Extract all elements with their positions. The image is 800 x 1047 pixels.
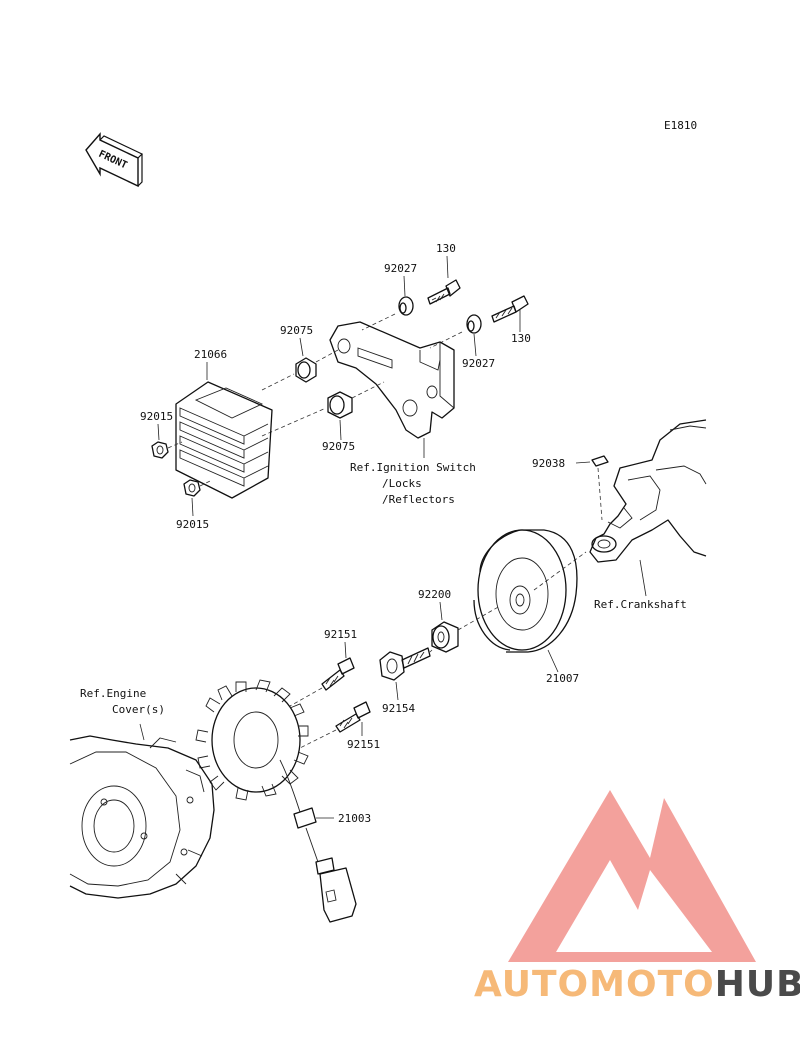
watermark-text-automoto: AUTOMOTO — [474, 964, 715, 1005]
crankshaft-assembly — [589, 419, 707, 597]
watermark-text: AUTOMOTOHUB — [474, 964, 800, 1005]
ref-engine-cover-line1: Ref.Engine — [80, 687, 146, 700]
nut-92015-lower — [183, 479, 213, 517]
label-130-right: 130 — [511, 332, 531, 345]
nut-92015-upper — [151, 423, 183, 459]
label-92015-lower: 92015 — [176, 518, 209, 531]
bolt-130-right — [491, 295, 529, 332]
label-21066: 21066 — [194, 348, 227, 361]
label-92038: 92038 — [532, 457, 565, 470]
engine-cover — [69, 723, 215, 899]
ref-crankshaft: Ref.Crankshaft — [594, 598, 687, 611]
washer-92027-right — [429, 314, 482, 357]
label-92015-upper: 92015 — [140, 410, 173, 423]
damper-92075-lower — [261, 381, 385, 441]
ref-ignition-switch-line2: /Locks — [382, 477, 422, 490]
ref-engine-cover-line2: Cover(s) — [112, 703, 165, 716]
bolt-92151-upper — [289, 641, 355, 707]
bolt-92151-lower — [299, 701, 371, 749]
mounting-bracket — [329, 321, 455, 458]
label-92075-upper: 92075 — [280, 324, 313, 337]
bolt-92154 — [379, 647, 433, 701]
regulator-rectifier — [175, 362, 273, 499]
label-92154: 92154 — [382, 702, 415, 715]
key-92038 — [575, 455, 609, 521]
label-92151-upper: 92151 — [324, 628, 357, 641]
ref-ignition-switch-line1: Ref.Ignition Switch — [350, 461, 476, 474]
label-21003: 21003 — [338, 812, 371, 825]
label-92151-lower: 92151 — [347, 738, 380, 751]
watermark-logo — [508, 790, 756, 962]
label-92027-right: 92027 — [462, 357, 495, 370]
watermark-text-hub: HUB — [715, 964, 800, 1005]
ref-ignition-switch-line3: /Reflectors — [382, 493, 455, 506]
washer-92027-upper — [361, 275, 414, 331]
bolt-130-upper — [427, 255, 461, 305]
label-130-upper: 130 — [436, 242, 456, 255]
label-92027-upper: 92027 — [384, 262, 417, 275]
stator-coil — [195, 679, 357, 923]
front-arrow-icon: FRONT — [85, 132, 144, 188]
collar-92200 — [431, 601, 501, 653]
diagram-id: E1810 — [664, 119, 697, 132]
label-21007: 21007 — [546, 672, 579, 685]
damper-92075-upper — [261, 337, 339, 391]
label-92075-lower: 92075 — [322, 440, 355, 453]
label-92200: 92200 — [418, 588, 451, 601]
flywheel-rotor — [473, 529, 587, 673]
